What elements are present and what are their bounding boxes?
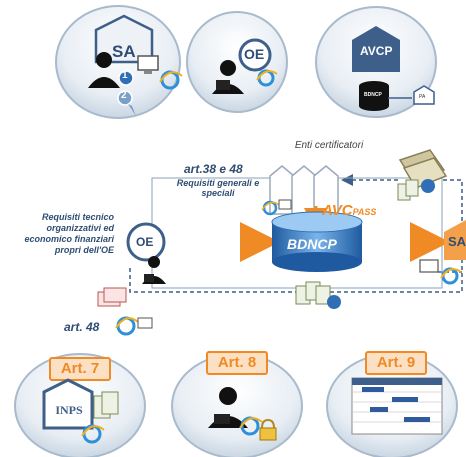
badge-2 [117, 90, 133, 106]
art8-bubble [171, 351, 303, 457]
person-icon [148, 256, 160, 268]
documents-icon [93, 391, 119, 419]
ie-icon [239, 416, 263, 436]
oe-node [126, 222, 166, 284]
avcp-label: AVCP [360, 44, 393, 58]
computer-icon [278, 199, 292, 210]
database-icon [359, 81, 389, 111]
ie-icon [115, 316, 139, 336]
bdncp-database [271, 211, 363, 272]
gantt-icon [351, 377, 443, 435]
badge-1-label: 1 [122, 70, 128, 81]
badge-1 [118, 70, 134, 86]
avcpass-prefix: AVC [322, 202, 353, 219]
art38-title: art.38 e 48 [184, 162, 243, 176]
ie-icon [256, 69, 278, 87]
documents-icon [295, 281, 341, 309]
badge-2-label: 2 [121, 90, 127, 101]
art9-bubble [326, 351, 458, 457]
person-icon [220, 60, 236, 76]
certifying-bodies [261, 165, 339, 216]
avcpass-suffix: PASS [352, 207, 377, 217]
art38-subtitle: Requisiti generali e speciali [176, 178, 260, 198]
ie-icon [261, 200, 280, 216]
art7-label: Art. 7 [60, 360, 100, 377]
computer-icon [137, 317, 153, 329]
pa-small-label: PA [419, 94, 426, 100]
sa-top-label: SA [112, 42, 136, 61]
oe-top-label: OE [244, 46, 265, 62]
art8-label: Art. 8 [217, 354, 257, 371]
documents-icon [397, 179, 419, 201]
computer-icon [137, 55, 159, 71]
avcp-bubble [315, 6, 437, 118]
bdncp-small-label: BDNCP [364, 92, 382, 98]
oe-bubble [186, 11, 288, 113]
left-requirements: Requisiti tecnico organizzativi ed econo… [24, 212, 114, 255]
person-icon [219, 387, 237, 405]
art48-label: art. 48 [64, 320, 100, 334]
enti-certificatori-label: Enti certificatori [294, 140, 364, 151]
bdncp-label: BDNCP [287, 236, 337, 252]
oe-mid-label: OE [136, 235, 154, 249]
computer-icon [419, 259, 439, 273]
art48-icons [97, 287, 153, 336]
inps-label: INPS [55, 403, 83, 417]
person-icon [96, 52, 112, 68]
art7-bubble [14, 353, 146, 457]
ie-icon [81, 424, 105, 444]
avcpass-label: AVCPASS [322, 202, 376, 219]
ie-icon [440, 267, 462, 285]
sa-node [419, 220, 466, 285]
sa-mid-label: SA [448, 234, 466, 249]
lock-icon [259, 418, 277, 441]
ie-icon [159, 70, 183, 90]
sa-bubble [55, 5, 183, 119]
art9-label: Art. 9 [376, 354, 416, 371]
